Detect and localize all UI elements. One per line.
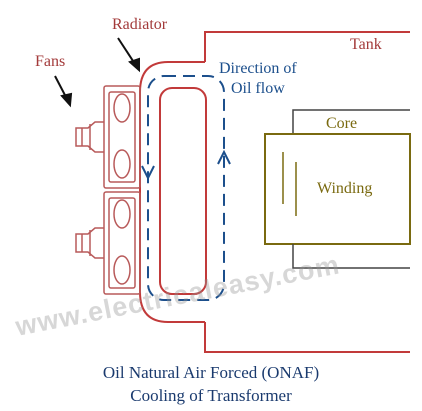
core-outline — [292, 109, 410, 134]
direction-label: Direction of Oil flow — [219, 59, 297, 99]
arrow-icon — [54, 75, 73, 108]
caption-line-1: Oil Natural Air Forced (ONAF) — [102, 363, 320, 382]
fan-icon — [75, 191, 141, 295]
radiator-inner — [159, 87, 207, 295]
core-label: Core — [326, 115, 358, 132]
oil-flow-path — [147, 75, 225, 301]
winding-box — [264, 133, 411, 245]
tank-label: Tank — [350, 36, 382, 53]
direction-line-1: Direction of — [219, 60, 297, 77]
flow-arrow-up-icon — [217, 149, 231, 165]
direction-line-2: Oil flow — [230, 80, 285, 97]
core-lower — [292, 244, 410, 269]
arrow-icon — [117, 37, 140, 73]
winding-label: Winding — [317, 180, 373, 197]
flow-arrow-down-icon — [141, 165, 155, 181]
fans-label: Fans — [35, 53, 66, 70]
fan-icon — [75, 85, 141, 189]
tank-outline — [204, 31, 410, 353]
radiator-label: Radiator — [112, 16, 168, 33]
caption-line-2: Cooling of Transformer — [130, 386, 292, 405]
